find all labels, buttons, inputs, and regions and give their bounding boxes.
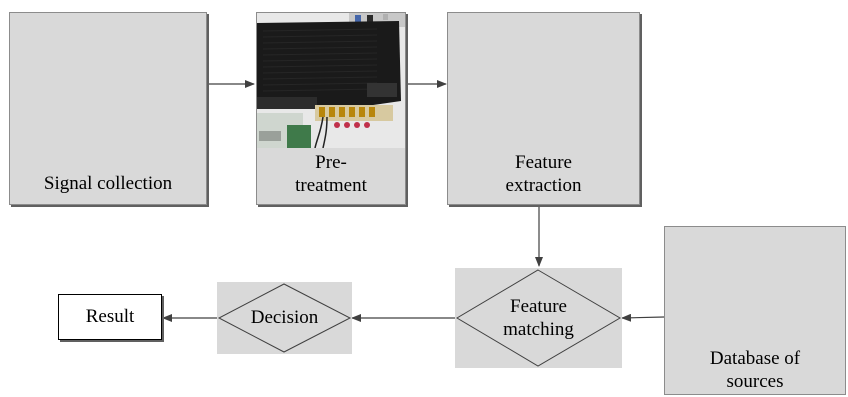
feature-extraction-label-line1: Feature xyxy=(515,152,572,173)
circuit-board-photo xyxy=(257,13,405,148)
database-box: Database of sources xyxy=(664,226,846,395)
arrow-database-to-matching xyxy=(621,313,665,322)
pretreatment-box: Pre- treatment xyxy=(256,12,406,205)
feature-extraction-label-line2: extraction xyxy=(505,175,582,196)
decision-diamond xyxy=(217,283,352,353)
pretreatment-label-line2: treatment xyxy=(295,175,367,196)
result-label: Result xyxy=(85,306,135,327)
signal-collection-box: Signal collection xyxy=(9,12,207,205)
signal-collection-label: Signal collection xyxy=(43,173,173,194)
feature-matching-label-line2: matching xyxy=(503,319,574,340)
database-label-line1: Database of xyxy=(709,348,801,369)
feature-extraction-box: Feature extraction xyxy=(447,12,640,205)
feature-matching-diamond xyxy=(456,269,621,367)
decision-label: Decision xyxy=(250,307,319,328)
result-box: Result xyxy=(58,294,162,340)
database-label-line2: sources xyxy=(726,371,784,392)
feature-matching-label-line1: Feature xyxy=(510,296,567,317)
pretreatment-label-line1: Pre- xyxy=(315,152,347,173)
